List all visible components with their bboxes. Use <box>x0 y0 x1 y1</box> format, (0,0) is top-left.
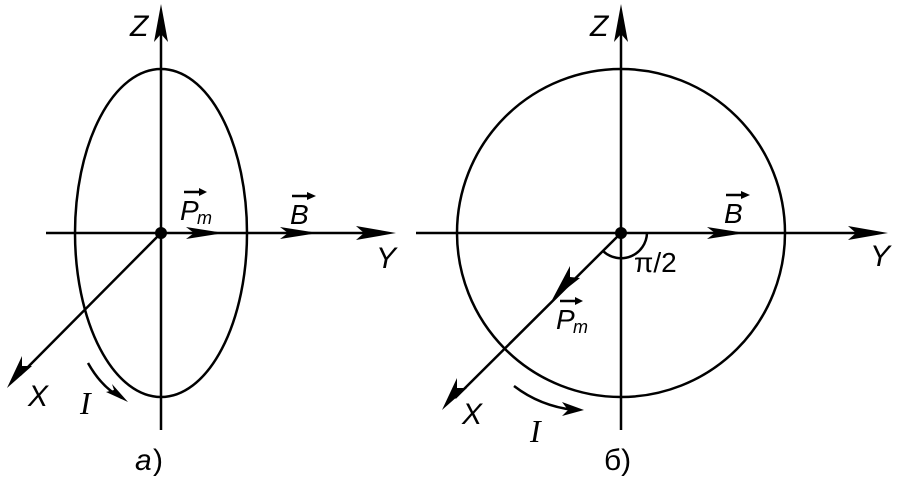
svg-text:P: P <box>556 304 575 335</box>
angle-label: π/2 <box>634 247 677 278</box>
y-axis-arrowhead <box>848 226 888 240</box>
pm-vector-label: P m <box>556 297 588 337</box>
pm-vector-arrowhead <box>186 227 224 239</box>
pm-vector-label: P m <box>180 188 212 228</box>
x-axis-label: X <box>461 398 483 431</box>
origin-point <box>615 227 627 239</box>
x-axis-arrowhead <box>442 378 467 410</box>
svg-text:B: B <box>724 198 743 229</box>
b-vector-arrowhead <box>280 227 318 239</box>
current-arrowhead <box>562 402 584 416</box>
z-axis-label: Z <box>129 10 150 43</box>
figure-b: Z Y X π/2 P m B I <box>416 4 892 477</box>
x-axis <box>19 232 162 376</box>
svg-text:): ) <box>153 444 163 477</box>
y-axis-label: Y <box>376 242 398 275</box>
x-axis <box>454 232 622 399</box>
current-direction-arrow <box>513 385 575 412</box>
svg-text:B: B <box>290 199 309 230</box>
b-vector-arrowhead <box>707 227 745 239</box>
x-axis-label: X <box>27 380 49 413</box>
current-label: I <box>79 385 92 421</box>
caption-b: б) <box>604 444 631 477</box>
y-axis-arrowhead <box>356 226 396 240</box>
right-angle-arc <box>602 232 649 260</box>
y-axis-label: Y <box>870 240 892 273</box>
pm-vector-arrowhead <box>552 266 580 300</box>
current-arrowhead <box>106 384 128 402</box>
svg-text:m: m <box>573 317 588 337</box>
b-vector-label: B <box>290 192 316 230</box>
svg-text:P: P <box>180 195 199 226</box>
caption-a: a ) <box>135 444 163 477</box>
figure-a: Z Y X P m B I a ) <box>7 4 398 477</box>
z-axis-label: Z <box>589 10 610 43</box>
current-label: I <box>529 413 542 449</box>
z-axis-arrowhead <box>614 4 628 42</box>
z-axis-arrowhead <box>154 4 168 42</box>
b-vector-label: B <box>724 191 750 229</box>
svg-text:a: a <box>135 444 152 477</box>
svg-text:m: m <box>197 208 212 228</box>
origin-point <box>155 227 167 239</box>
x-axis-arrowhead <box>7 356 32 388</box>
